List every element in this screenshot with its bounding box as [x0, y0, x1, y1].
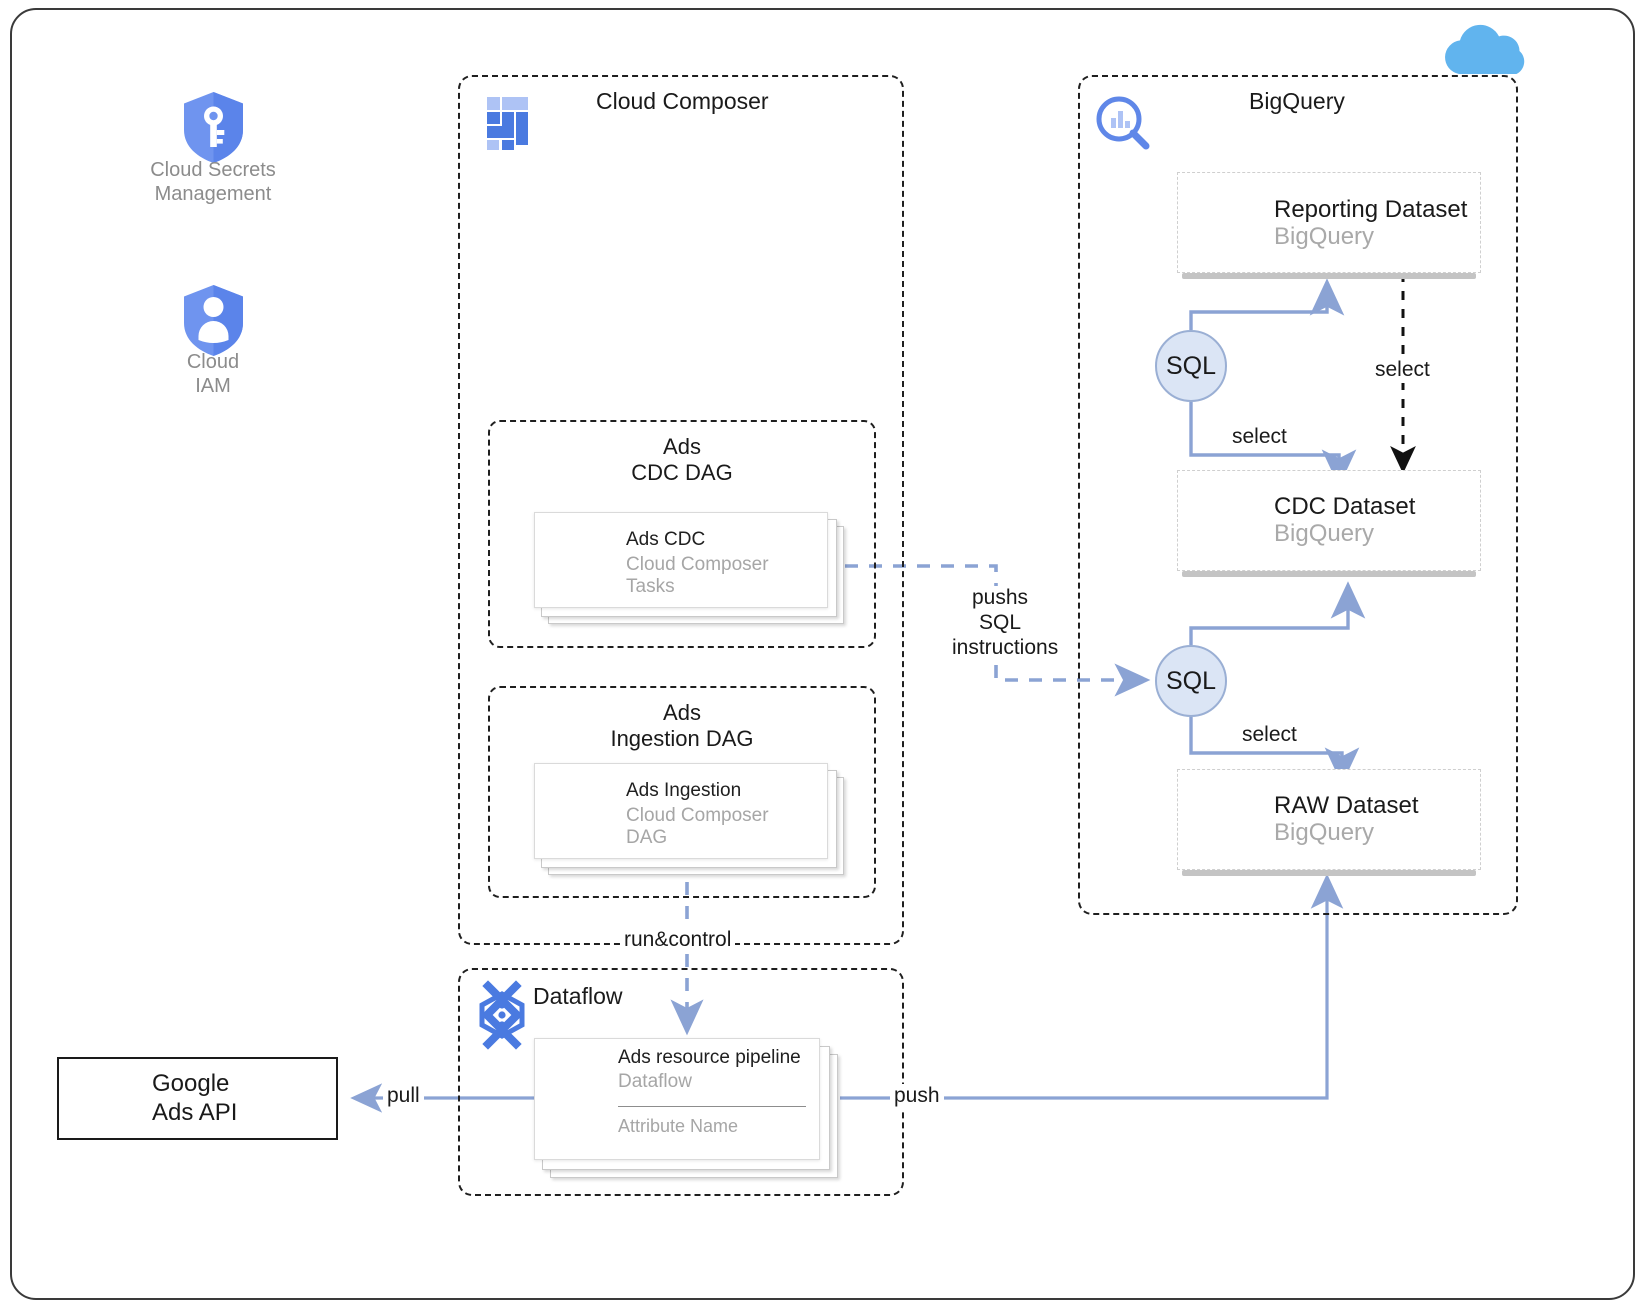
subgroup-ads-cdc-dag-title: Ads CDC DAG [631, 434, 733, 485]
edge-label-pushs-sql: pushs SQL instructions [948, 586, 1058, 661]
subgroup-ads-ingestion-dag-title: Ads Ingestion DAG [610, 700, 754, 751]
edge-label-select-bottom: select [1238, 723, 1301, 748]
group-bigquery-title: BigQuery [1249, 88, 1345, 114]
card-divider [618, 1106, 806, 1107]
group-cloud-composer-title: Cloud Composer [596, 88, 769, 114]
google-ads-api-label: Google Ads API [152, 1070, 238, 1126]
dataset-cdc-title: CDC Dataset [1274, 493, 1416, 520]
group-dataflow-title: Dataflow [533, 983, 623, 1009]
card-pipeline-title: Ads resource pipeline [618, 1047, 801, 1068]
card-ads-resource-pipeline[interactable]: Ads resource pipeline Dataflow Attribute… [534, 1038, 842, 1178]
card-pipeline-subtitle: Dataflow [618, 1071, 692, 1092]
card-ads-ingestion-subtitle: Cloud Composer DAG [626, 805, 769, 848]
card-pipeline-attribute: Attribute Name [618, 1116, 739, 1136]
dataset-reporting-subtitle: BigQuery [1274, 223, 1375, 250]
card-ads-cdc-subtitle: Cloud Composer Tasks [626, 554, 769, 597]
group-bigquery [1078, 75, 1518, 915]
dataset-raw[interactable] [1177, 769, 1481, 876]
card-ads-cdc[interactable]: Ads CDC Cloud Composer Tasks [534, 512, 844, 624]
dataset-cdc-subtitle: BigQuery [1274, 520, 1375, 547]
card-ads-ingestion-front[interactable] [534, 763, 828, 859]
dataset-raw-title: RAW Dataset [1274, 792, 1419, 819]
card-ads-ingestion-title: Ads Ingestion [626, 780, 742, 801]
google-ads-api-box[interactable] [57, 1057, 338, 1140]
dataset-reporting-title: Reporting Dataset [1274, 196, 1468, 223]
card-ads-ingestion[interactable]: Ads Ingestion Cloud Composer DAG [534, 763, 844, 875]
cloud-secrets-label: Cloud Secrets Management [150, 159, 276, 205]
subgroup-ads-ingestion-dag [488, 686, 876, 898]
group-dataflow [458, 968, 904, 1196]
diagram-frame [10, 8, 1635, 1300]
sql-node-bottom[interactable]: SQL [1155, 645, 1227, 717]
sql-node-top[interactable]: SQL [1155, 330, 1227, 402]
card-ads-cdc-front[interactable] [534, 512, 828, 608]
dataset-reporting[interactable] [1177, 172, 1481, 279]
edge-label-select-reporting-cdc: select [1371, 358, 1434, 383]
card-ads-resource-pipeline-front[interactable] [534, 1038, 820, 1160]
dataset-raw-subtitle: BigQuery [1274, 819, 1375, 846]
edge-label-run-control: run&control [620, 928, 736, 953]
edge-label-select-top: select [1228, 425, 1291, 450]
cloud-iam-label: Cloud IAM [186, 351, 240, 397]
card-ads-cdc-title: Ads CDC [626, 529, 706, 550]
dataset-cdc[interactable] [1177, 470, 1481, 577]
edge-label-push: push [890, 1084, 944, 1109]
edge-label-pull: pull [383, 1084, 424, 1109]
subgroup-ads-cdc-dag [488, 420, 876, 648]
